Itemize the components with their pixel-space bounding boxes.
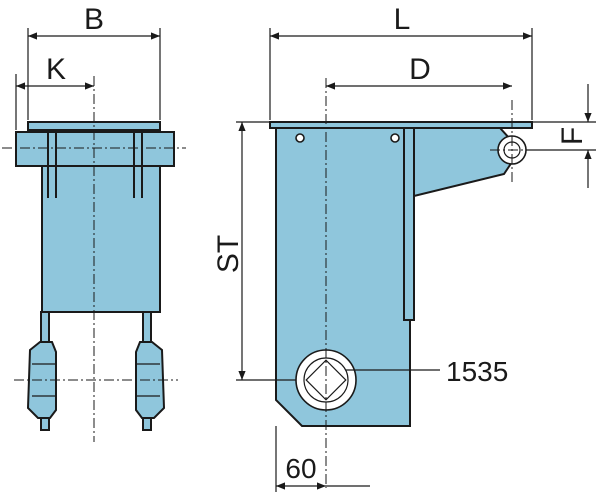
part-number-label: 1535: [446, 356, 508, 387]
side-right-hub: [135, 341, 166, 419]
dim-label-b: B: [84, 3, 104, 36]
front-view: [236, 28, 596, 492]
mount-hole-right: [390, 133, 400, 143]
dim-label-k: K: [46, 53, 66, 86]
front-side-plate: [403, 127, 415, 321]
dim-label-l: L: [394, 3, 411, 36]
side-view: [2, 28, 186, 442]
side-body: [41, 165, 161, 313]
hub-square: [305, 359, 347, 401]
side-cross-tube: [15, 131, 175, 167]
dim-label-f: F: [556, 127, 589, 145]
dim-label-d: D: [409, 53, 431, 86]
dim-label-st: ST: [212, 235, 245, 273]
dim-label-60: 60: [285, 453, 316, 484]
front-body: [275, 127, 411, 427]
mount-hole-left: [295, 133, 305, 143]
